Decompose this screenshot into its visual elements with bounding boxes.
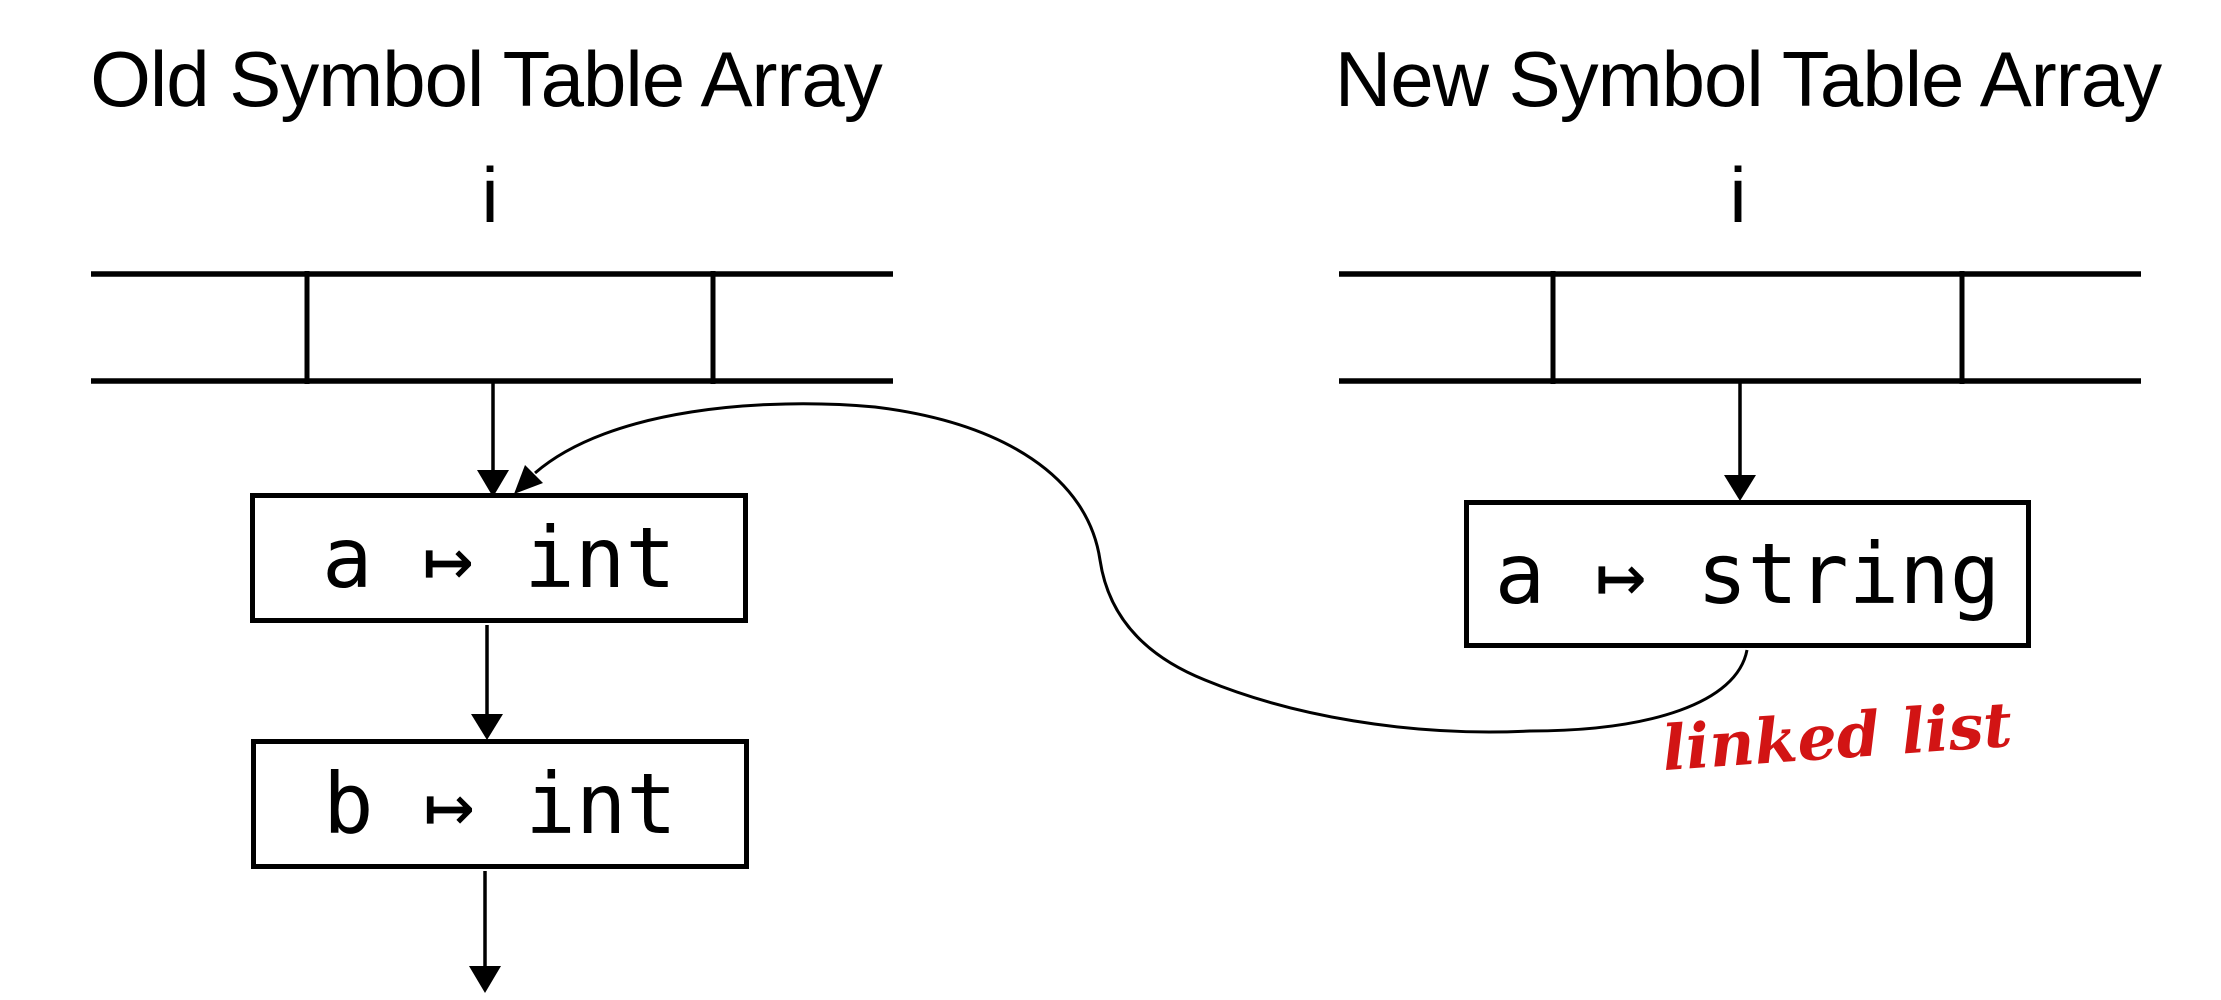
new-array-to-a-string-arrow (1724, 383, 1756, 501)
arrowhead-down-icon (471, 714, 503, 740)
arrowhead-down-icon (469, 966, 501, 993)
relink-curve-arrow (514, 402, 1749, 734)
new-array (1339, 271, 2141, 384)
bucket-box-a-string: a ↦ string (1464, 500, 2031, 648)
old-array (91, 271, 893, 384)
arrowhead-down-icon (1724, 475, 1756, 501)
bucket-box-a-int: a ↦ int (250, 493, 748, 623)
new-index-label: i (1729, 151, 1747, 239)
old-array-to-a-int-arrow (477, 383, 509, 497)
bucket-box-b-int: b ↦ int (251, 739, 749, 869)
arrowhead-down-icon (477, 470, 509, 497)
b-int-tail-arrow (469, 871, 501, 993)
a-int-to-b-int-arrow (471, 625, 503, 740)
old-table-title: Old Symbol Table Array (90, 35, 883, 123)
new-table-title: New Symbol Table Array (1334, 35, 2162, 123)
old-index-label: i (481, 151, 499, 239)
arrowhead-curve-icon (514, 465, 543, 494)
